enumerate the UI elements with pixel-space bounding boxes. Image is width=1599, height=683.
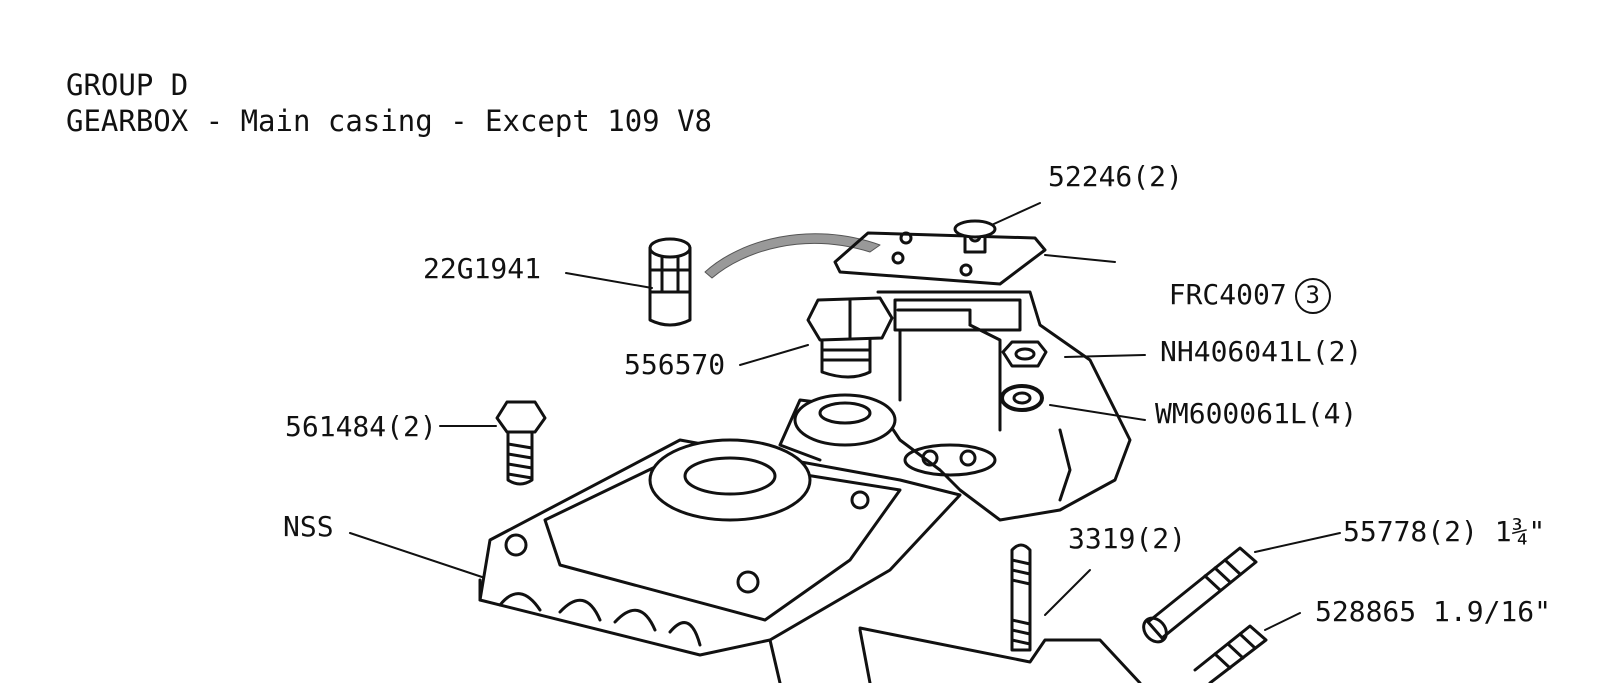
hex-nut [1001, 340, 1048, 368]
breather-filter [648, 237, 692, 327]
hex-bolt [495, 400, 547, 486]
stud [1010, 543, 1032, 652]
part-label-556570: 556570 [624, 348, 726, 381]
short-stud [1193, 624, 1268, 683]
part-label-nh406041l: NH406041L(2) [1160, 335, 1363, 368]
part-label-528865: 528865 1.9/16" [1315, 595, 1552, 628]
cover-plate [833, 229, 1047, 286]
gearbox-casing [478, 290, 1142, 683]
part-label-55778: 55778(2) 1¾" [1343, 515, 1546, 548]
part-label-3319: 3319(2) [1068, 522, 1187, 555]
part-label-52246: 52246(2) [1048, 160, 1183, 193]
spring-washer [1000, 384, 1044, 412]
part-label-22g1941: 22G1941 [423, 252, 542, 285]
page-title: GEARBOX - Main casing - Except 109 V8 [66, 104, 713, 138]
part-label-nss: NSS [283, 510, 334, 543]
group-heading: GROUP D [66, 68, 189, 102]
part-label-wm600061l: WM600061L(4) [1155, 397, 1358, 430]
leader-lines [349, 202, 1341, 631]
gasket-strip [704, 233, 881, 279]
drain-plug [806, 296, 894, 379]
part-number: FRC4007 [1168, 278, 1287, 311]
part-label-561484: 561484(2) [285, 410, 437, 443]
screw [953, 219, 997, 254]
ref-circle: 3 [1294, 278, 1331, 314]
long-stud [1142, 546, 1258, 644]
